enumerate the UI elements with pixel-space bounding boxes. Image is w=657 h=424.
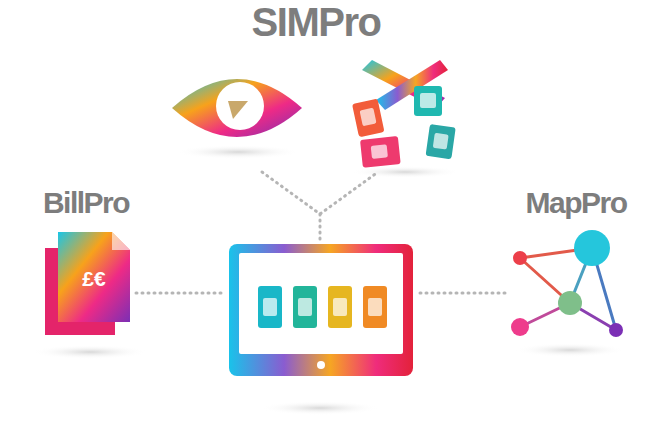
shadow (176, 145, 300, 159)
network-icon (511, 230, 623, 337)
product-group: MapPro (525, 188, 627, 218)
product-group: SIMPro (252, 2, 381, 42)
shadow (260, 401, 380, 415)
product-title: SIMPro (252, 2, 381, 42)
product-group: BillPro£€ (43, 188, 130, 218)
eye-icon (172, 79, 302, 137)
monitor-icon (229, 244, 413, 376)
product-title: MapPro (525, 188, 627, 218)
shadow (515, 343, 625, 357)
bill-icon (45, 232, 130, 335)
currency-symbols: £€ (82, 268, 105, 289)
shadow (32, 345, 148, 359)
sim-cluster-icon (352, 60, 456, 168)
shadow (350, 166, 460, 178)
product-title: BillPro (43, 188, 130, 218)
